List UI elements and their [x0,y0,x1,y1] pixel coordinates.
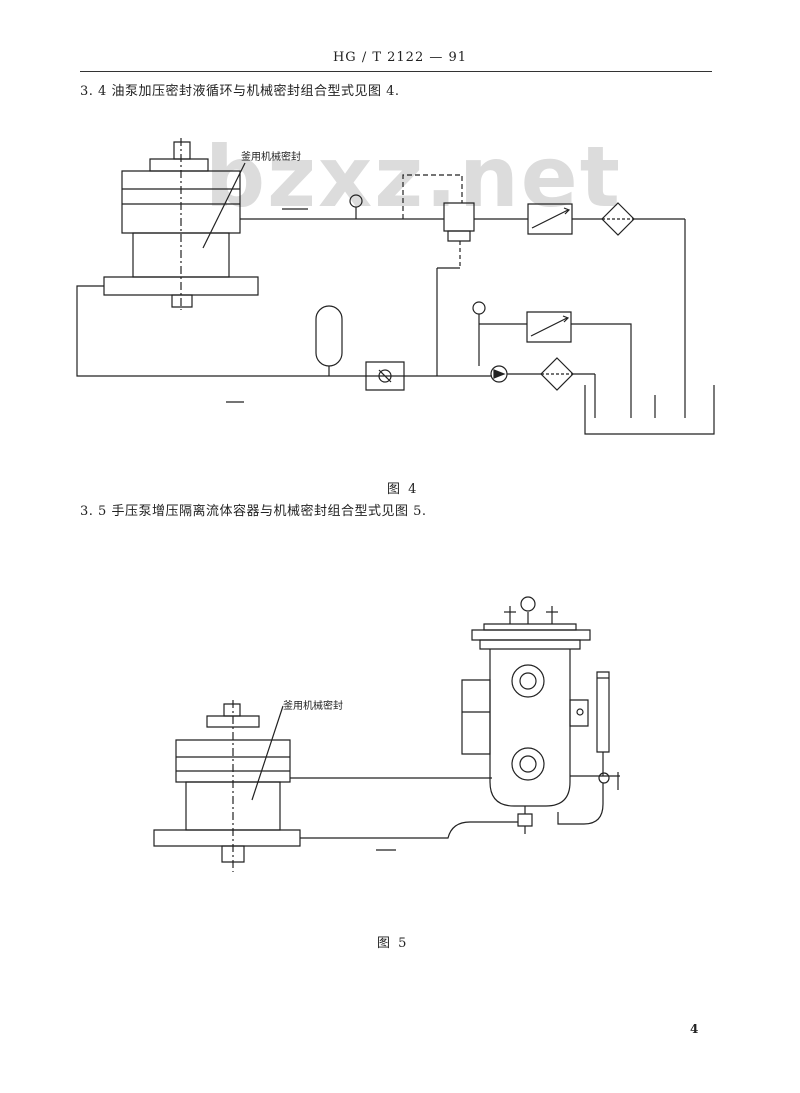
fig4-filter-2 [541,358,573,390]
fig5-gauge [521,597,535,611]
fig4-check-valve [366,362,404,390]
fig4-tank [585,385,714,434]
figure-4-caption: 图 4 [387,482,419,497]
fig5-side-box [462,680,490,754]
fig5-port-lower [512,748,544,780]
document-code-header: HG / T 2122 — 91 [332,50,468,65]
fig5-seal-lower [186,782,280,830]
fig5-bracket [570,700,588,726]
figure-5-caption: 图 5 [377,936,409,951]
fig5-vessel-body [490,649,570,806]
section-3-5-text: 3. 5 手压泵增压隔离流体容器与机械密封组合型式见图 5. [80,504,427,519]
fig5-vessel-cover [472,630,590,640]
fig4-shaft-top [174,142,190,159]
header-rule [80,71,712,72]
fig5-seal-label: 釜用机械密封 [283,701,343,712]
fig4-gauge-2 [473,302,485,314]
fig4-seal-label: 釜用机械密封 [241,152,301,163]
fig4-filter-1 [602,203,634,235]
fig4-gauge-1 [350,195,362,207]
watermark: bzxz.net [205,128,622,226]
fig5-port-upper [512,665,544,697]
fig5-flange [154,830,300,846]
fig5-leader [252,706,283,800]
fig5-level-gauge [597,672,609,752]
fig5-shaft-bottom [222,846,244,862]
fig5-valve [599,773,609,783]
fig4-shaft-bottom [172,295,192,307]
section-3-4-text: 3. 4 油泵加压密封液循环与机械密封组合型式见图 4. [80,84,400,99]
fig4-leader [203,163,245,248]
fig5-drain [518,814,532,826]
page-number: 4 [690,1022,699,1036]
fig5-shaft-top [224,704,240,716]
